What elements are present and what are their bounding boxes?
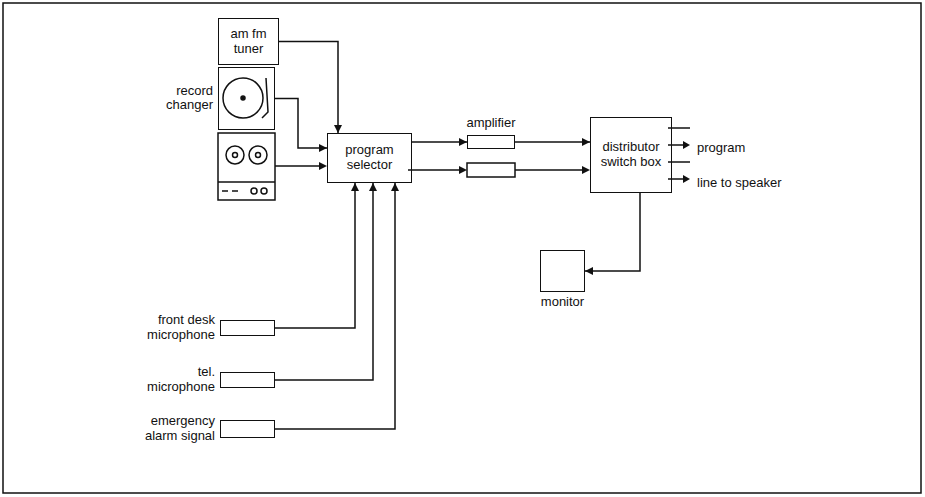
signal-connector [275,99,327,153]
alarm-box: emergency alarm signal [220,420,275,438]
switch-box: distributor switch box [590,117,672,193]
signal-connector [585,193,640,275]
record-changer-box: record changer [218,67,275,130]
arrowhead [334,125,342,133]
amplifier-box: amplifier [467,135,515,149]
signal-connector [279,42,342,134]
arrowhead [585,267,593,275]
arrowhead [391,183,399,191]
connector-line [275,183,373,380]
connector-line [515,141,590,143]
node-label: amplifier [466,116,515,131]
arrowhead [351,183,359,191]
arrowhead [683,141,690,149]
node-label: tel. microphone [135,365,215,395]
arrowhead [582,166,590,174]
node-label: monitor [541,295,584,310]
output-label: program [697,141,745,156]
signal-connector [275,183,399,429]
arrowhead [683,175,690,183]
node-label: record changer [133,84,213,114]
selector-box: program selector [327,133,412,183]
node-label: am fm tuner [219,25,278,59]
connector-line [275,183,395,429]
monitor-box: monitor [540,250,585,292]
frame [3,3,921,493]
connector-line [279,42,338,134]
tape-deck-symbol [218,133,321,200]
amplifier-symbol [408,163,584,177]
node-label: program selector [328,141,411,175]
connector-line [275,183,355,328]
node-label: distributor switch box [591,138,671,172]
arrowhead [319,162,327,170]
connector-line [412,141,467,143]
arrowhead [369,183,377,191]
connector-line [275,99,327,149]
arrowhead [582,138,590,146]
signal-connector [275,183,377,380]
tuner-box: am fm tuner [218,18,279,65]
signal-connector [412,138,467,146]
microphone-box: tel. microphone [220,372,275,388]
microphone-box: front desk microphone [220,320,275,336]
connector-line [585,193,640,271]
output-label: line to speaker [697,176,782,191]
signal-connector [275,183,359,328]
arrowhead [459,138,467,146]
arrowhead [459,166,467,174]
node-label: front desk microphone [135,313,215,343]
node-label: emergency alarm signal [135,414,215,444]
arrowhead [319,144,327,152]
turntable-symbol [223,78,268,118]
signal-connector [515,138,590,146]
